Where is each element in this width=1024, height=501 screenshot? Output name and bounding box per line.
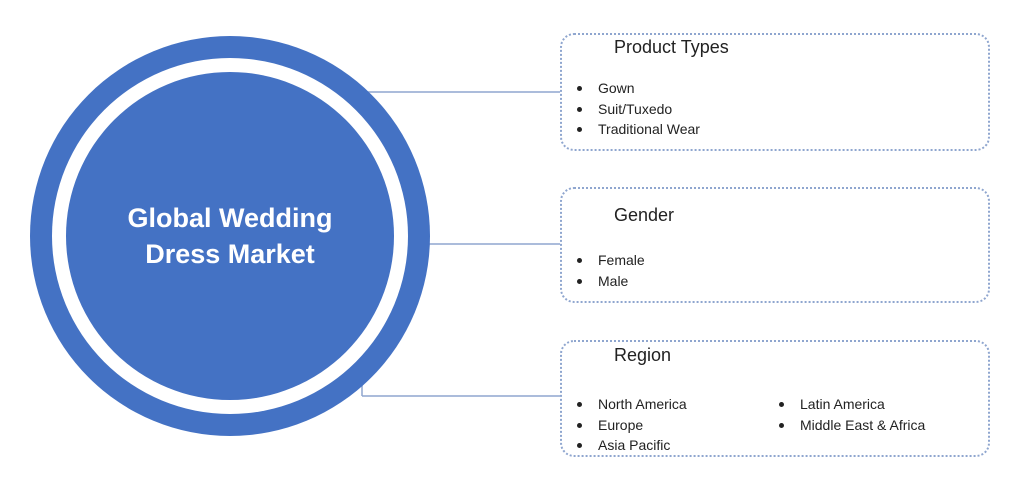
segment-list-region-left: North America Europe Asia Pacific — [574, 394, 687, 456]
center-title: Global Wedding Dress Market — [127, 203, 333, 269]
segment-list-region-right: Latin America Middle East & Africa — [776, 394, 925, 435]
center-inner-ring: Global Wedding Dress Market — [52, 58, 408, 414]
list-item: Gown — [574, 78, 700, 99]
list-item: Female — [574, 250, 645, 271]
list-item: Latin America — [776, 394, 925, 415]
center-outer-ring: Global Wedding Dress Market — [30, 36, 430, 436]
list-item: Europe — [574, 415, 687, 436]
segment-box-product-types: Product Types Gown Suit/Tuxedo Tradition… — [560, 33, 990, 151]
segment-box-region: Region North America Europe Asia Pacific… — [560, 340, 990, 457]
list-item: Asia Pacific — [574, 435, 687, 456]
list-item: North America — [574, 394, 687, 415]
segment-title-region: Region — [614, 345, 672, 365]
center-circle: Global Wedding Dress Market — [66, 72, 394, 400]
list-item: Traditional Wear — [574, 119, 700, 140]
list-item: Middle East & Africa — [776, 415, 925, 436]
segment-box-gender: Gender Female Male — [560, 187, 990, 303]
segment-list-product-types: Gown Suit/Tuxedo Traditional Wear — [574, 78, 700, 140]
segment-list-gender: Female Male — [574, 250, 645, 291]
list-item: Suit/Tuxedo — [574, 99, 700, 120]
list-item: Male — [574, 271, 645, 292]
segment-title-gender: Gender — [614, 205, 675, 225]
segment-title-product-types: Product Types — [614, 37, 729, 57]
